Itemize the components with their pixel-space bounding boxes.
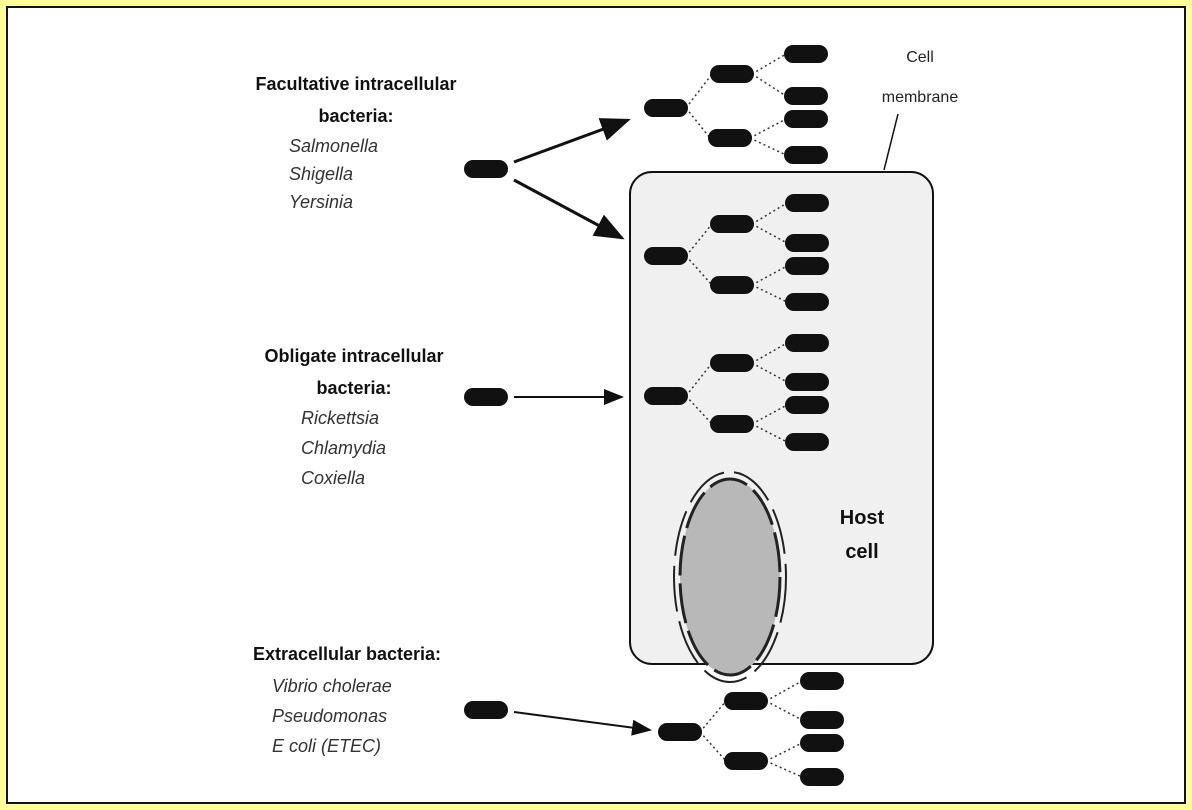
arrow-facultative-outside xyxy=(514,120,628,162)
bacterium xyxy=(710,215,754,233)
bacterium xyxy=(784,87,828,105)
bacterium xyxy=(724,752,768,770)
division-line xyxy=(750,119,786,138)
bacterium xyxy=(784,110,828,128)
bacterium xyxy=(710,65,754,83)
division-line xyxy=(686,108,710,138)
division-line xyxy=(686,74,712,108)
division-line xyxy=(700,732,726,761)
bacterium xyxy=(644,247,688,265)
extracellular-example: E coli (ETEC) xyxy=(272,736,381,756)
bacterium xyxy=(708,129,752,147)
bacterium xyxy=(785,373,829,391)
bacterium xyxy=(800,768,844,786)
facultative-example: Shigella xyxy=(289,164,353,184)
bacterium xyxy=(800,711,844,729)
obligate-example: Rickettsia xyxy=(301,408,379,428)
facultative-example: Yersinia xyxy=(289,192,353,212)
facultative-title-line2: bacteria: xyxy=(318,106,393,126)
bacterium xyxy=(785,257,829,275)
arrow-extracellular xyxy=(514,712,650,730)
bacterium-facultative-source xyxy=(464,160,508,178)
bacterium xyxy=(800,672,844,690)
bacterium-extracellular-source xyxy=(464,701,508,719)
bacterium xyxy=(724,692,768,710)
cell-membrane-label-line1: Cell xyxy=(906,49,934,66)
bacterium xyxy=(785,396,829,414)
division-line xyxy=(752,74,786,96)
bacterium xyxy=(785,194,829,212)
bacterium xyxy=(784,146,828,164)
bacterium xyxy=(785,234,829,252)
cell-membrane-pointer xyxy=(884,114,898,170)
obligate-example: Chlamydia xyxy=(301,438,386,458)
host-cell xyxy=(630,172,933,664)
obligate-title-line1: Obligate intracellular xyxy=(264,346,443,366)
bacterium xyxy=(785,293,829,311)
extracellular-example: Pseudomonas xyxy=(272,706,387,726)
division-line xyxy=(766,701,802,720)
facultative-title-line1: Facultative intracellular xyxy=(255,74,456,94)
bacterium xyxy=(800,734,844,752)
host-cell-label-line2: cell xyxy=(845,541,878,563)
diagram-panel: Cell membrane Host cell Facultative intr… xyxy=(6,6,1186,804)
obligate-title-line2: bacteria: xyxy=(316,378,391,398)
obligate-example: Coxiella xyxy=(301,468,365,488)
division-line xyxy=(766,761,802,777)
bacterium xyxy=(785,433,829,451)
bacteria-location-diagram: Cell membrane Host cell Facultative intr… xyxy=(8,8,1184,802)
facultative-example: Salmonella xyxy=(289,136,378,156)
bacterium xyxy=(658,723,702,741)
bacterium xyxy=(710,415,754,433)
division-line xyxy=(766,681,802,701)
bacterium xyxy=(710,354,754,372)
bacterium xyxy=(710,276,754,294)
division-line xyxy=(752,54,786,74)
division-line xyxy=(750,138,786,155)
bacterium-obligate-source xyxy=(464,388,508,406)
bacterium xyxy=(644,99,688,117)
bacterium xyxy=(644,387,688,405)
arrow-facultative-inside xyxy=(514,180,622,238)
bacterium xyxy=(785,334,829,352)
extracellular-example: Vibrio cholerae xyxy=(272,676,392,696)
host-cell-label-line1: Host xyxy=(840,507,885,529)
extracellular-title: Extracellular bacteria: xyxy=(253,644,441,664)
division-line xyxy=(766,743,802,761)
bacterium xyxy=(784,45,828,63)
division-line xyxy=(700,701,726,732)
cell-membrane-label-line2: membrane xyxy=(882,89,959,106)
